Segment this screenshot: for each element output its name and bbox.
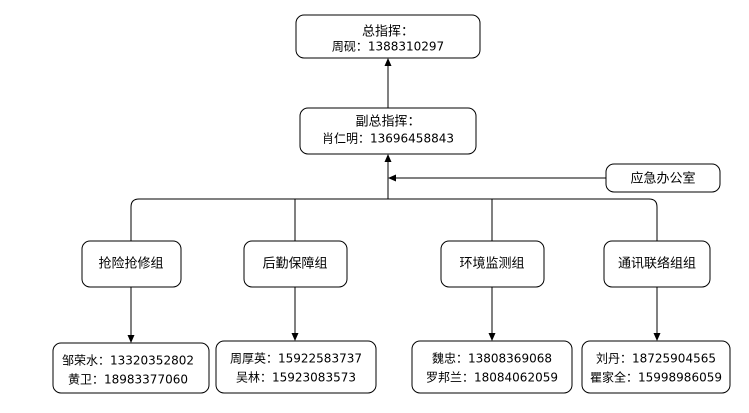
member-box: 魏忠：13808369068 罗邦兰：18084062059: [411, 340, 573, 394]
member-contact: 吴林：15923083573: [236, 371, 356, 385]
group-node: 抢险抢修组: [81, 240, 182, 288]
member-contact: 邹荣水：13320352802: [62, 354, 194, 368]
arrow-head-members-4: [653, 333, 661, 341]
group-label: 后勤保障组: [262, 257, 327, 272]
commander-contact: 周砚：1388310297: [332, 40, 444, 54]
member-contact: 瞿家全：15998986059: [590, 370, 722, 385]
group-node: 环境监测组: [440, 240, 545, 288]
arrow-head-office: [388, 174, 396, 182]
arrow-head-deputy: [384, 154, 392, 162]
group-label: 抢险抢修组: [98, 256, 163, 272]
group-node: 后勤保障组: [243, 240, 348, 288]
group-label: 环境监测组: [459, 257, 524, 272]
arrow-head-commander: [384, 58, 392, 66]
member-contact: 魏忠：13808369068: [432, 351, 552, 366]
commander-title: 总指挥：: [362, 25, 414, 40]
arrow-head-members-1: [127, 335, 135, 343]
member-contact: 罗邦兰：18084062059: [426, 371, 558, 385]
member-contact: 刘丹：18725904565: [596, 352, 716, 366]
arrow-head-members-2: [291, 333, 299, 341]
member-box: 邹荣水：13320352802 黄卫：18983377060: [52, 342, 210, 394]
member-contact: 黄卫：18983377060: [68, 373, 188, 387]
group-bus: [130, 198, 658, 241]
member-box: 周厚英：15922583737 吴林：15923083573: [215, 340, 377, 394]
group-label: 通讯联络组组: [618, 256, 696, 272]
member-contact: 周厚英：15922583737: [230, 352, 362, 366]
deputy-title: 副总指挥：: [355, 115, 420, 130]
emergency-office-node: 应急办公室: [605, 163, 721, 193]
arrow-head-members-3: [488, 333, 496, 341]
deputy-contact: 肖仁明：13696458843: [322, 132, 454, 146]
member-box: 刘丹：18725904565 瞿家全：15998986059: [581, 340, 731, 394]
deputy-node: 副总指挥： 肖仁明：13696458843: [299, 107, 477, 155]
connectors: [127, 58, 661, 343]
group-node: 通讯联络组组: [603, 240, 711, 288]
emergency-office-label: 应急办公室: [630, 171, 695, 187]
commander-node: 总指挥： 周砚：1388310297: [295, 14, 481, 59]
